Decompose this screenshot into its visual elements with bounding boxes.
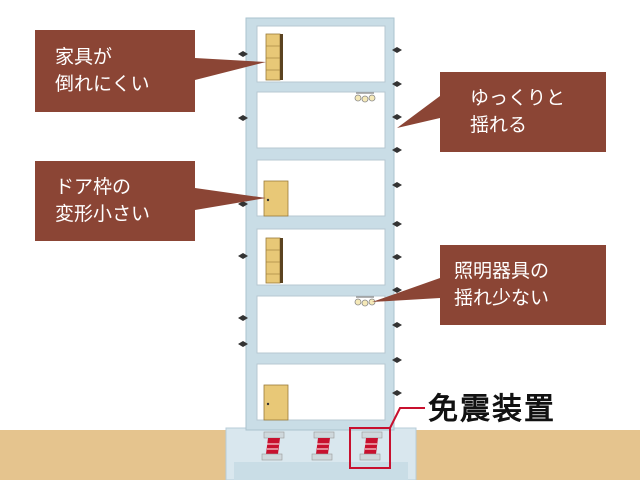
isolator-icon <box>359 431 383 461</box>
sway-marker-left <box>238 51 248 57</box>
callout-door: ドア枠の 変形小さい <box>35 161 195 241</box>
isolator-highlight-box <box>349 427 391 469</box>
light-fixture-icon <box>354 296 376 307</box>
isolator-icon <box>261 431 285 461</box>
callout-text: 倒れにくい <box>55 73 150 95</box>
door-icon <box>263 180 289 217</box>
sway-marker-right <box>392 182 402 188</box>
callout-lighting: 照明器具の 揺れ少ない <box>440 245 606 325</box>
device-label: 免震装置 <box>428 392 556 427</box>
callout-tail-furniture <box>195 58 266 80</box>
sway-markers <box>238 47 402 396</box>
sway-marker-left <box>238 115 248 121</box>
callout-text: 揺れる <box>470 114 528 136</box>
sway-marker-left <box>238 253 248 259</box>
callout-tail-sway <box>397 96 440 128</box>
bookshelf-icon <box>265 33 283 81</box>
sway-marker-right <box>392 147 402 153</box>
building-frame <box>245 17 395 431</box>
callout-sway: ゆっくりと 揺れる <box>440 72 606 152</box>
device-leader-line <box>389 407 425 429</box>
bookshelf-icon <box>265 237 283 284</box>
sway-marker-right <box>392 322 402 328</box>
foundation-base <box>234 462 408 480</box>
sway-marker-right <box>392 287 402 293</box>
sway-marker-left <box>238 201 248 207</box>
sway-marker-right <box>392 390 402 396</box>
callout-text: 変形小さい <box>55 203 151 225</box>
callout-furniture: 家具が 倒れにくい <box>35 30 195 112</box>
callout-text: ゆっくりと <box>470 87 566 109</box>
sway-marker-right <box>392 81 402 87</box>
door-icon <box>263 384 289 421</box>
callout-text: ドア枠の <box>55 176 132 198</box>
callout-text: 家具が <box>55 46 113 68</box>
sway-marker-right <box>392 47 402 53</box>
light-fixture-icon <box>354 92 376 103</box>
sway-marker-right <box>392 114 402 120</box>
sway-marker-right <box>392 221 402 227</box>
sway-marker-left <box>238 315 248 321</box>
sway-marker-left <box>238 341 248 347</box>
callout-tail-lighting <box>372 278 440 302</box>
callout-tail-door <box>195 188 266 210</box>
callout-text: 照明器具の <box>454 260 550 282</box>
sway-marker-right <box>392 357 402 363</box>
isolator-icon <box>311 431 335 461</box>
sway-marker-right <box>392 254 402 260</box>
callout-text: 揺れ少ない <box>454 287 550 309</box>
